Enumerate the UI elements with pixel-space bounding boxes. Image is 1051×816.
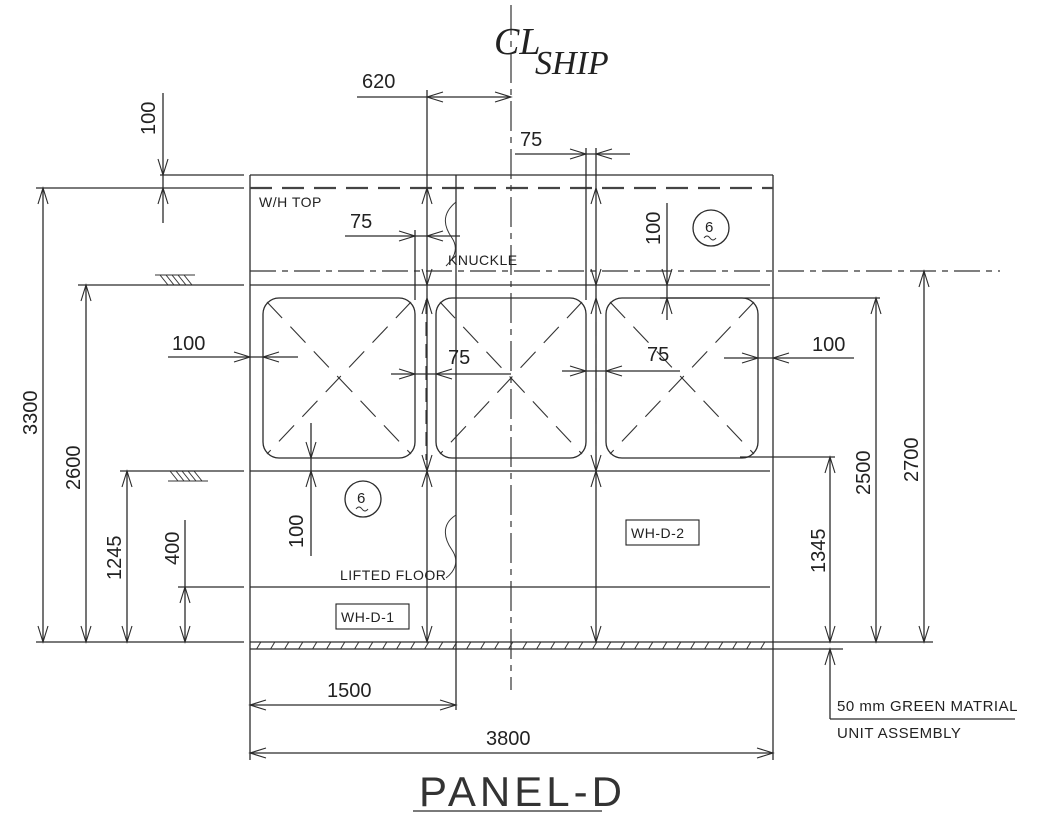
dim-2600: 2600 [63, 283, 92, 644]
callout-6-top: 6 [692, 209, 730, 247]
drawing-title: PANEL-D [413, 768, 626, 815]
svg-text:1245: 1245 [104, 536, 126, 581]
svg-text:1500: 1500 [327, 680, 372, 702]
dim-100-bottom: 100 [286, 423, 317, 556]
dim-100-left: 100 [168, 333, 298, 363]
svg-text:1345: 1345 [808, 529, 830, 574]
dim-100-right: 100 [724, 334, 854, 364]
svg-text:UNIT ASSEMBLY: UNIT ASSEMBLY [837, 725, 961, 742]
svg-text:75: 75 [448, 347, 470, 369]
knuckle-break-lower [444, 514, 457, 579]
svg-text:75: 75 [350, 211, 372, 233]
floor-hatch [36, 641, 933, 650]
knuckle-label: KNUCKLE [448, 252, 518, 268]
dim-1345: 1345 [808, 455, 836, 644]
svg-text:620: 620 [362, 71, 395, 93]
dim-75-top-right: 75 [515, 129, 630, 160]
window-middle [435, 297, 587, 459]
wh-top-label: W/H TOP [259, 194, 322, 210]
svg-text:2700: 2700 [901, 438, 923, 483]
svg-text:2600: 2600 [63, 446, 85, 491]
lifted-floor-label: LIFTED FLOOR [340, 567, 446, 583]
svg-text:400: 400 [162, 532, 184, 565]
unit-label-wh-d-1: WH-D-1 [335, 603, 410, 630]
svg-text:WH-D-1: WH-D-1 [341, 609, 395, 625]
knuckle-break-upper [444, 201, 457, 267]
dim-75-top-left: 75 [345, 211, 460, 242]
window-right [605, 297, 759, 459]
svg-text:3800: 3800 [486, 728, 531, 750]
dim-100-top: 100 [138, 93, 169, 223]
dim-2700: 2700 [901, 269, 930, 644]
svg-text:PANEL-D: PANEL-D [419, 768, 626, 815]
dim-1245: 1245 [104, 469, 133, 644]
callout-6-bottom: 6 [344, 480, 382, 518]
svg-text:WH-D-2: WH-D-2 [631, 525, 685, 541]
svg-text:SHIP: SHIP [535, 45, 609, 82]
dim-400: 400 [162, 520, 191, 644]
ship-centerline-label: CL SHIP [494, 21, 609, 82]
dim-100-top-right: 100 [643, 203, 673, 320]
dim-75-mid-right: 75 [562, 344, 680, 377]
svg-text:100: 100 [172, 333, 205, 355]
svg-text:75: 75 [647, 344, 669, 366]
unit-label-wh-d-2: WH-D-2 [625, 519, 700, 546]
level-symbol-upper [155, 274, 195, 286]
svg-text:100: 100 [286, 515, 308, 548]
svg-text:6: 6 [705, 219, 713, 236]
dim-1500: 1500 [248, 680, 458, 711]
svg-text:100: 100 [138, 102, 160, 135]
level-symbol-lower [168, 470, 208, 482]
svg-text:100: 100 [812, 334, 845, 356]
svg-text:50 mm GREEN MATRIAL: 50 mm GREEN MATRIAL [837, 698, 1018, 715]
dim-3300: 3300 [20, 186, 49, 644]
dim-620: 620 [357, 71, 513, 103]
svg-text:CL: CL [494, 21, 540, 63]
svg-text:2500: 2500 [853, 451, 875, 496]
svg-text:100: 100 [643, 212, 665, 245]
svg-text:3300: 3300 [20, 391, 42, 436]
dim-2500: 2500 [853, 296, 882, 644]
svg-text:75: 75 [520, 129, 542, 151]
svg-text:6: 6 [357, 490, 365, 507]
dim-3800: 3800 [248, 728, 775, 759]
dim-75-mid-left: 75 [391, 347, 511, 380]
green-material-note: 50 mm GREEN MATRIAL UNIT ASSEMBLY [824, 647, 1018, 742]
window-left [262, 297, 416, 459]
